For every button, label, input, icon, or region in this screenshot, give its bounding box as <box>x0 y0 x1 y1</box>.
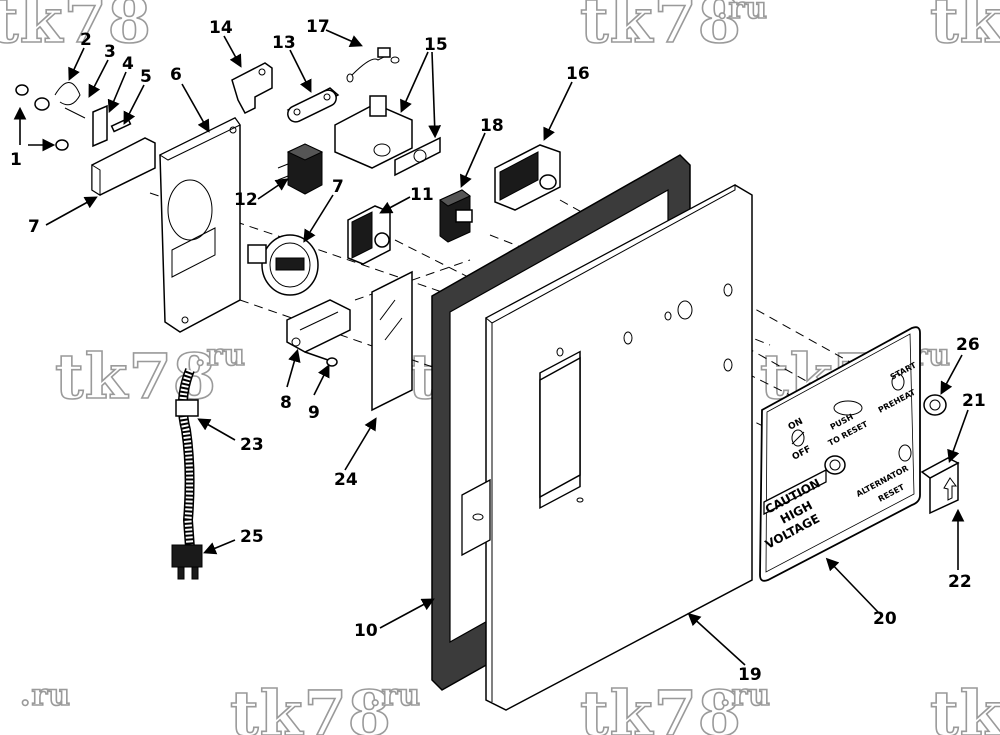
instruction-plate-20: ON OFF PUSH TO RESET START PREHEAT ALTER… <box>759 326 921 582</box>
callout-7-meter: 7 <box>332 177 344 197</box>
wire-17 <box>346 47 400 83</box>
bracket-6 <box>158 117 241 333</box>
switch-11 <box>347 205 391 265</box>
callout-24: 24 <box>334 470 358 490</box>
relay-15 <box>334 95 441 177</box>
hardware-1-5 <box>15 82 132 151</box>
svg-text:.ru: .ru <box>717 0 768 26</box>
bracket-14 <box>231 62 273 114</box>
callout-18: 18 <box>480 116 504 136</box>
relay-12 <box>277 143 324 195</box>
plate-13 <box>286 87 340 123</box>
callout-13: 13 <box>272 33 296 53</box>
window-24 <box>371 270 413 412</box>
switch-18 <box>439 189 473 243</box>
callout-3: 3 <box>104 42 116 62</box>
callout-2: 2 <box>80 30 92 50</box>
callout-22: 22 <box>948 572 972 592</box>
door-panel-19 <box>461 184 753 711</box>
callout-20: 20 <box>873 609 897 629</box>
callout-11: 11 <box>410 185 434 205</box>
callout-7-left: 7 <box>28 217 40 237</box>
svg-text:.ru: .ru <box>370 678 421 713</box>
callout-14: 14 <box>209 18 233 38</box>
callout-9: 9 <box>308 403 320 423</box>
callout-labels: 1 2 3 4 5 6 7 7 8 9 10 11 12 13 14 15 16… <box>10 17 986 685</box>
svg-text:tk78: tk78 <box>930 677 1000 735</box>
watermark-bottom-right: tk78 <box>929 676 1000 735</box>
nut-onoff <box>824 455 846 475</box>
switch-16 <box>494 144 561 211</box>
leader-lines <box>13 29 969 666</box>
watermark-bottom-mid-left: tk78.ru <box>229 676 421 735</box>
svg-text:tk78: tk78 <box>230 677 392 735</box>
callout-21: 21 <box>962 391 986 411</box>
callout-19: 19 <box>738 665 762 685</box>
cap-21 <box>920 457 960 515</box>
callout-1: 1 <box>10 150 22 170</box>
svg-text:tk78: tk78 <box>930 0 1000 57</box>
watermark-top-mid: tk78.ru <box>579 0 768 58</box>
callout-17: 17 <box>306 17 330 37</box>
harness-23-25 <box>171 368 203 580</box>
callout-26: 26 <box>956 335 980 355</box>
watermark-bottom-mid-right: tk78.ru <box>579 676 771 735</box>
screw-9 <box>304 351 338 367</box>
svg-text:.ru: .ru <box>195 338 246 373</box>
watermark-top-right: tk78 <box>929 0 1000 58</box>
meter-7 <box>247 234 319 296</box>
watermark-mid-left: tk78.ru <box>54 337 246 414</box>
callout-5: 5 <box>140 67 152 87</box>
callout-23: 23 <box>240 435 264 455</box>
svg-text:.ru: .ru <box>720 678 771 713</box>
callout-25: 25 <box>240 527 264 547</box>
callout-16: 16 <box>566 64 590 84</box>
watermark-bottom-left: .ru <box>19 677 71 714</box>
connector-8 <box>286 299 351 353</box>
bracket-7 <box>91 137 156 196</box>
callout-6: 6 <box>170 65 182 85</box>
svg-text:.ru: .ru <box>20 678 71 713</box>
svg-text:tk78: tk78 <box>580 677 742 735</box>
callout-10: 10 <box>354 621 378 641</box>
callout-15: 15 <box>424 35 448 55</box>
callout-4: 4 <box>122 54 134 74</box>
nut-26 <box>923 394 947 416</box>
callout-8: 8 <box>280 393 292 413</box>
plate-nuts <box>824 394 947 475</box>
svg-text:tk78: tk78 <box>0 0 152 57</box>
watermark-top-left: tk78 <box>0 0 152 58</box>
svg-text:tk78: tk78 <box>580 0 742 57</box>
callout-12: 12 <box>234 190 258 210</box>
